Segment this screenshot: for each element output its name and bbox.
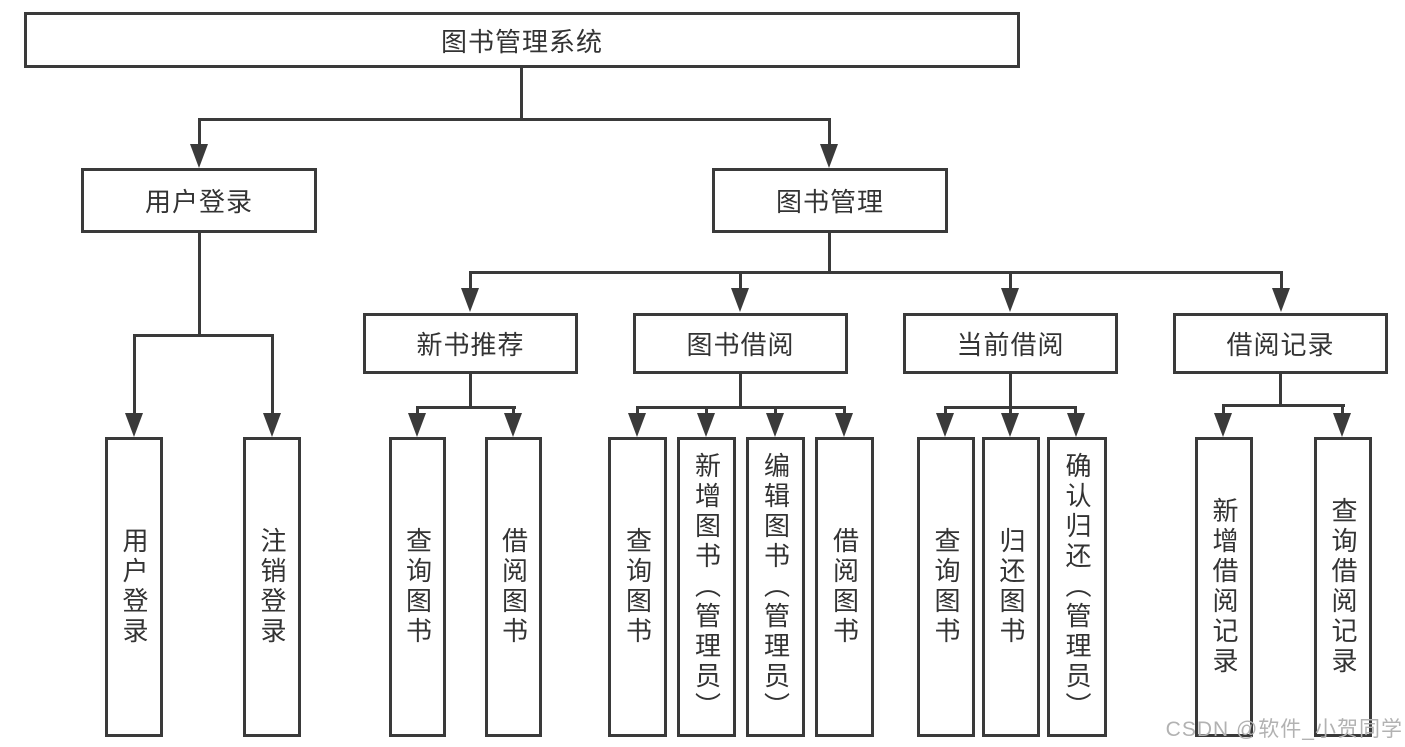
connector-hline [1222, 404, 1345, 407]
leaf-current-return: 归还图书 [982, 437, 1040, 737]
arrow-down-icon [697, 413, 715, 437]
leaf-logout: 注销登录 [243, 437, 301, 737]
connector-vline [469, 271, 472, 293]
leaf-records-add: 新增借阅记录 [1195, 437, 1253, 737]
leaf-newbook-query: 查询图书 [389, 437, 446, 737]
connector-vline [1279, 374, 1282, 407]
connector-vline [1222, 404, 1225, 418]
connector-vline [774, 406, 777, 418]
connector-vline [828, 233, 831, 274]
node-user-login: 用户登录 [81, 168, 317, 233]
leaf-user-login: 用户登录 [105, 437, 163, 737]
arrow-down-icon [190, 144, 208, 168]
connector-vline [198, 233, 201, 337]
node-book-borrow: 图书借阅 [633, 313, 848, 374]
connector-vline [198, 118, 201, 148]
connector-hline [469, 271, 1283, 274]
connector-vline [133, 334, 136, 416]
leaf-label: 查询图书 [622, 527, 653, 647]
node-library-system: 图书管理系统 [24, 12, 1020, 68]
leaf-label: 编辑图书（管理员） [760, 452, 791, 722]
leaf-label: 查询图书 [931, 527, 961, 647]
connector-vline [1009, 271, 1012, 293]
leaf-label: 注销登录 [257, 527, 287, 647]
connector-hline [416, 406, 516, 409]
connector-vline [1009, 374, 1012, 409]
leaf-borrow-borrow: 借阅图书 [815, 437, 874, 737]
leaf-records-query: 查询借阅记录 [1314, 437, 1372, 737]
connector-vline [843, 406, 846, 418]
arrow-down-icon [835, 413, 853, 437]
arrow-down-icon [820, 144, 838, 168]
leaf-label: 借阅图书 [829, 527, 860, 647]
arrow-down-icon [461, 288, 479, 312]
arrow-down-icon [1001, 288, 1019, 312]
node-current-borrow: 当前借阅 [903, 313, 1118, 374]
connector-vline [1009, 406, 1012, 418]
connector-vline [1074, 406, 1077, 418]
connector-vline [1280, 271, 1283, 293]
leaf-label: 确认归还（管理员） [1062, 452, 1092, 722]
arrow-down-icon [628, 413, 646, 437]
arrow-down-icon [408, 413, 426, 437]
leaf-borrow-edit-admin: 编辑图书（管理员） [746, 437, 805, 737]
arrow-down-icon [504, 413, 522, 437]
arrow-down-icon [1333, 413, 1351, 437]
arrow-down-icon [263, 413, 281, 437]
connector-vline [944, 406, 947, 418]
connector-vline [705, 406, 708, 418]
leaf-label: 查询借阅记录 [1328, 497, 1358, 677]
connector-vline [1341, 404, 1344, 418]
connector-vline [416, 406, 419, 418]
leaf-label: 用户登录 [119, 527, 149, 647]
arrow-down-icon [731, 288, 749, 312]
arrow-down-icon [125, 413, 143, 437]
connector-hline [133, 334, 274, 337]
arrow-down-icon [1001, 413, 1019, 437]
arrow-down-icon [1272, 288, 1290, 312]
arrow-down-icon [766, 413, 784, 437]
leaf-label: 新增借阅记录 [1209, 497, 1239, 677]
watermark-text: CSDN @软件_小贺同学 [1165, 718, 1403, 741]
leaf-newbook-borrow: 借阅图书 [485, 437, 542, 737]
node-borrow-records: 借阅记录 [1173, 313, 1388, 374]
connector-vline [271, 334, 274, 416]
leaf-current-query: 查询图书 [917, 437, 975, 737]
connector-vline [520, 68, 523, 120]
connector-hline [636, 406, 846, 409]
connector-vline [739, 271, 742, 293]
leaf-borrow-query: 查询图书 [608, 437, 667, 737]
node-book-management: 图书管理 [712, 168, 948, 233]
node-new-book-recommend: 新书推荐 [363, 313, 578, 374]
connector-vline [636, 406, 639, 418]
leaf-borrow-add-admin: 新增图书（管理员） [677, 437, 736, 737]
connector-vline [739, 374, 742, 409]
connector-hline [198, 118, 831, 121]
leaf-label: 新增图书（管理员） [691, 452, 722, 722]
connector-vline [828, 118, 831, 148]
arrow-down-icon [1067, 413, 1085, 437]
arrow-down-icon [1214, 413, 1232, 437]
connector-vline [512, 406, 515, 418]
arrow-down-icon [936, 413, 954, 437]
leaf-label: 借阅图书 [498, 527, 529, 647]
connector-vline [469, 374, 472, 409]
leaf-label: 查询图书 [402, 527, 433, 647]
leaf-current-confirm-admin: 确认归还（管理员） [1047, 437, 1107, 737]
leaf-label: 归还图书 [996, 527, 1026, 647]
